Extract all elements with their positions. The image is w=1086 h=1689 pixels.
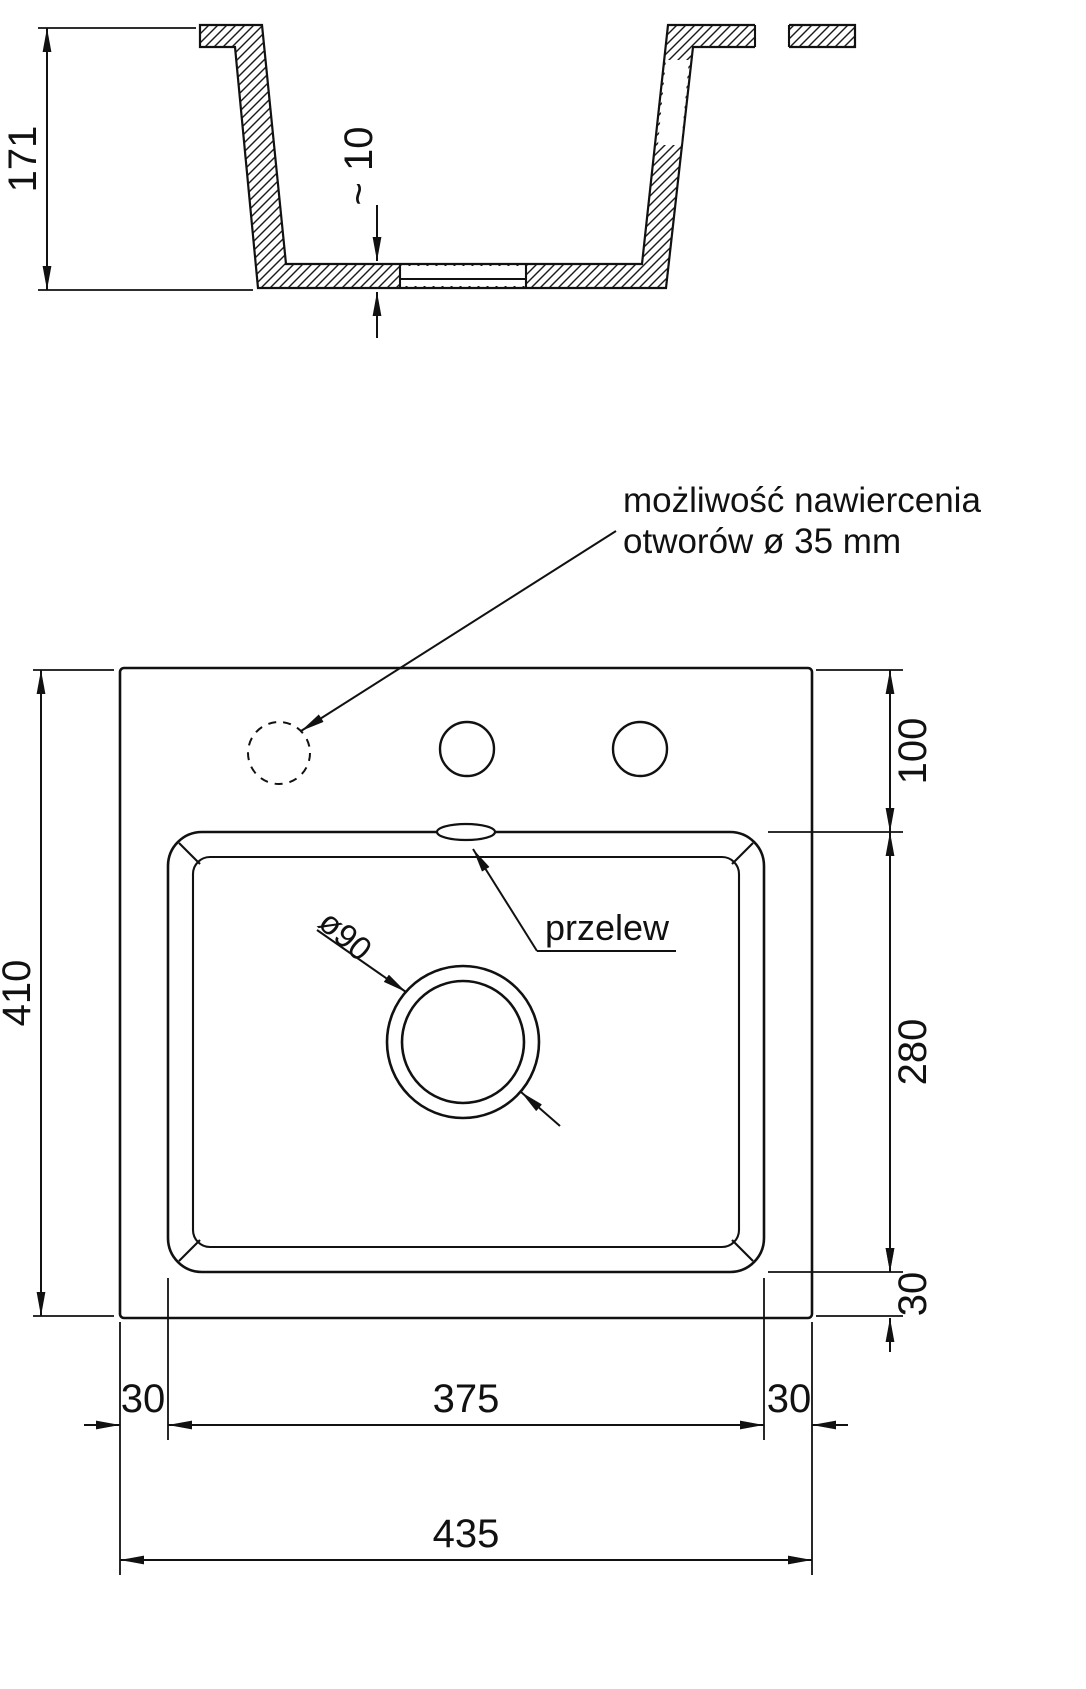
drill-note: możliwość nawiercenia otworów ø 35 mm — [300, 481, 981, 732]
rim-corner-tick-tr — [731, 842, 754, 865]
overflow-slot — [435, 822, 497, 842]
dim-label-280: 280 — [891, 1019, 935, 1086]
dim-label-30-right: 30 — [891, 1272, 935, 1317]
rim-corner-tick-tl — [178, 842, 201, 865]
drain-leader-lower — [520, 1091, 561, 1127]
side-view-cross-section: 171 ~ 10 — [1, 23, 857, 338]
overflow-label: przelew — [545, 907, 670, 948]
faucet-hole-2 — [611, 720, 669, 778]
dim-bottom-chain: 30 375 30 — [84, 1278, 848, 1575]
drain-callout: ø90 — [312, 903, 561, 1127]
sink-cross-section-profile — [198, 23, 857, 290]
dim-label-375: 375 — [433, 1377, 500, 1421]
dim-right-chain: 100 280 30 — [768, 669, 935, 1352]
basin-rim-inner — [191, 855, 741, 1249]
basin-rim-outer — [166, 830, 766, 1274]
dim-label-10: ~ 10 — [337, 127, 381, 206]
dim-label-410: 410 — [0, 960, 39, 1027]
dim-bottom-thickness: ~ 10 — [337, 127, 382, 338]
rim-corner-tick-br — [731, 1239, 754, 1262]
drain-diameter-label: ø90 — [312, 903, 379, 968]
faucet-hole-cutout — [755, 23, 789, 49]
top-view: możliwość nawiercenia otworów ø 35 mm pr… — [0, 481, 981, 1575]
dim-overall-depth: 410 — [0, 669, 114, 1317]
optional-drill-hole — [247, 721, 311, 785]
dim-label-435: 435 — [433, 1512, 500, 1556]
dim-label-30-left: 30 — [121, 1377, 166, 1421]
drain-cutout — [400, 266, 526, 286]
overflow-leader-arrow — [472, 848, 538, 952]
drill-note-line2: otworów ø 35 mm — [623, 522, 901, 561]
drill-note-line1: możliwość nawiercenia — [623, 481, 981, 520]
wall-hole-cutout — [658, 60, 689, 145]
rim-corner-tick-bl — [178, 1239, 201, 1262]
dim-label-171: 171 — [1, 126, 45, 193]
dim-overall-height: 171 — [1, 27, 253, 291]
dim-label-30-bottom-right: 30 — [767, 1377, 812, 1421]
drill-note-leader-arrow — [300, 530, 617, 732]
faucet-hole-1 — [438, 720, 496, 778]
drain-inner-circle — [400, 979, 526, 1105]
dim-overall-width: 435 — [120, 1512, 812, 1565]
drain-outer-circle — [385, 964, 541, 1120]
dim-label-100: 100 — [891, 718, 935, 785]
sink-outline — [118, 666, 814, 1320]
drain-leader-upper — [316, 929, 407, 993]
overflow-callout: przelew — [472, 848, 676, 952]
